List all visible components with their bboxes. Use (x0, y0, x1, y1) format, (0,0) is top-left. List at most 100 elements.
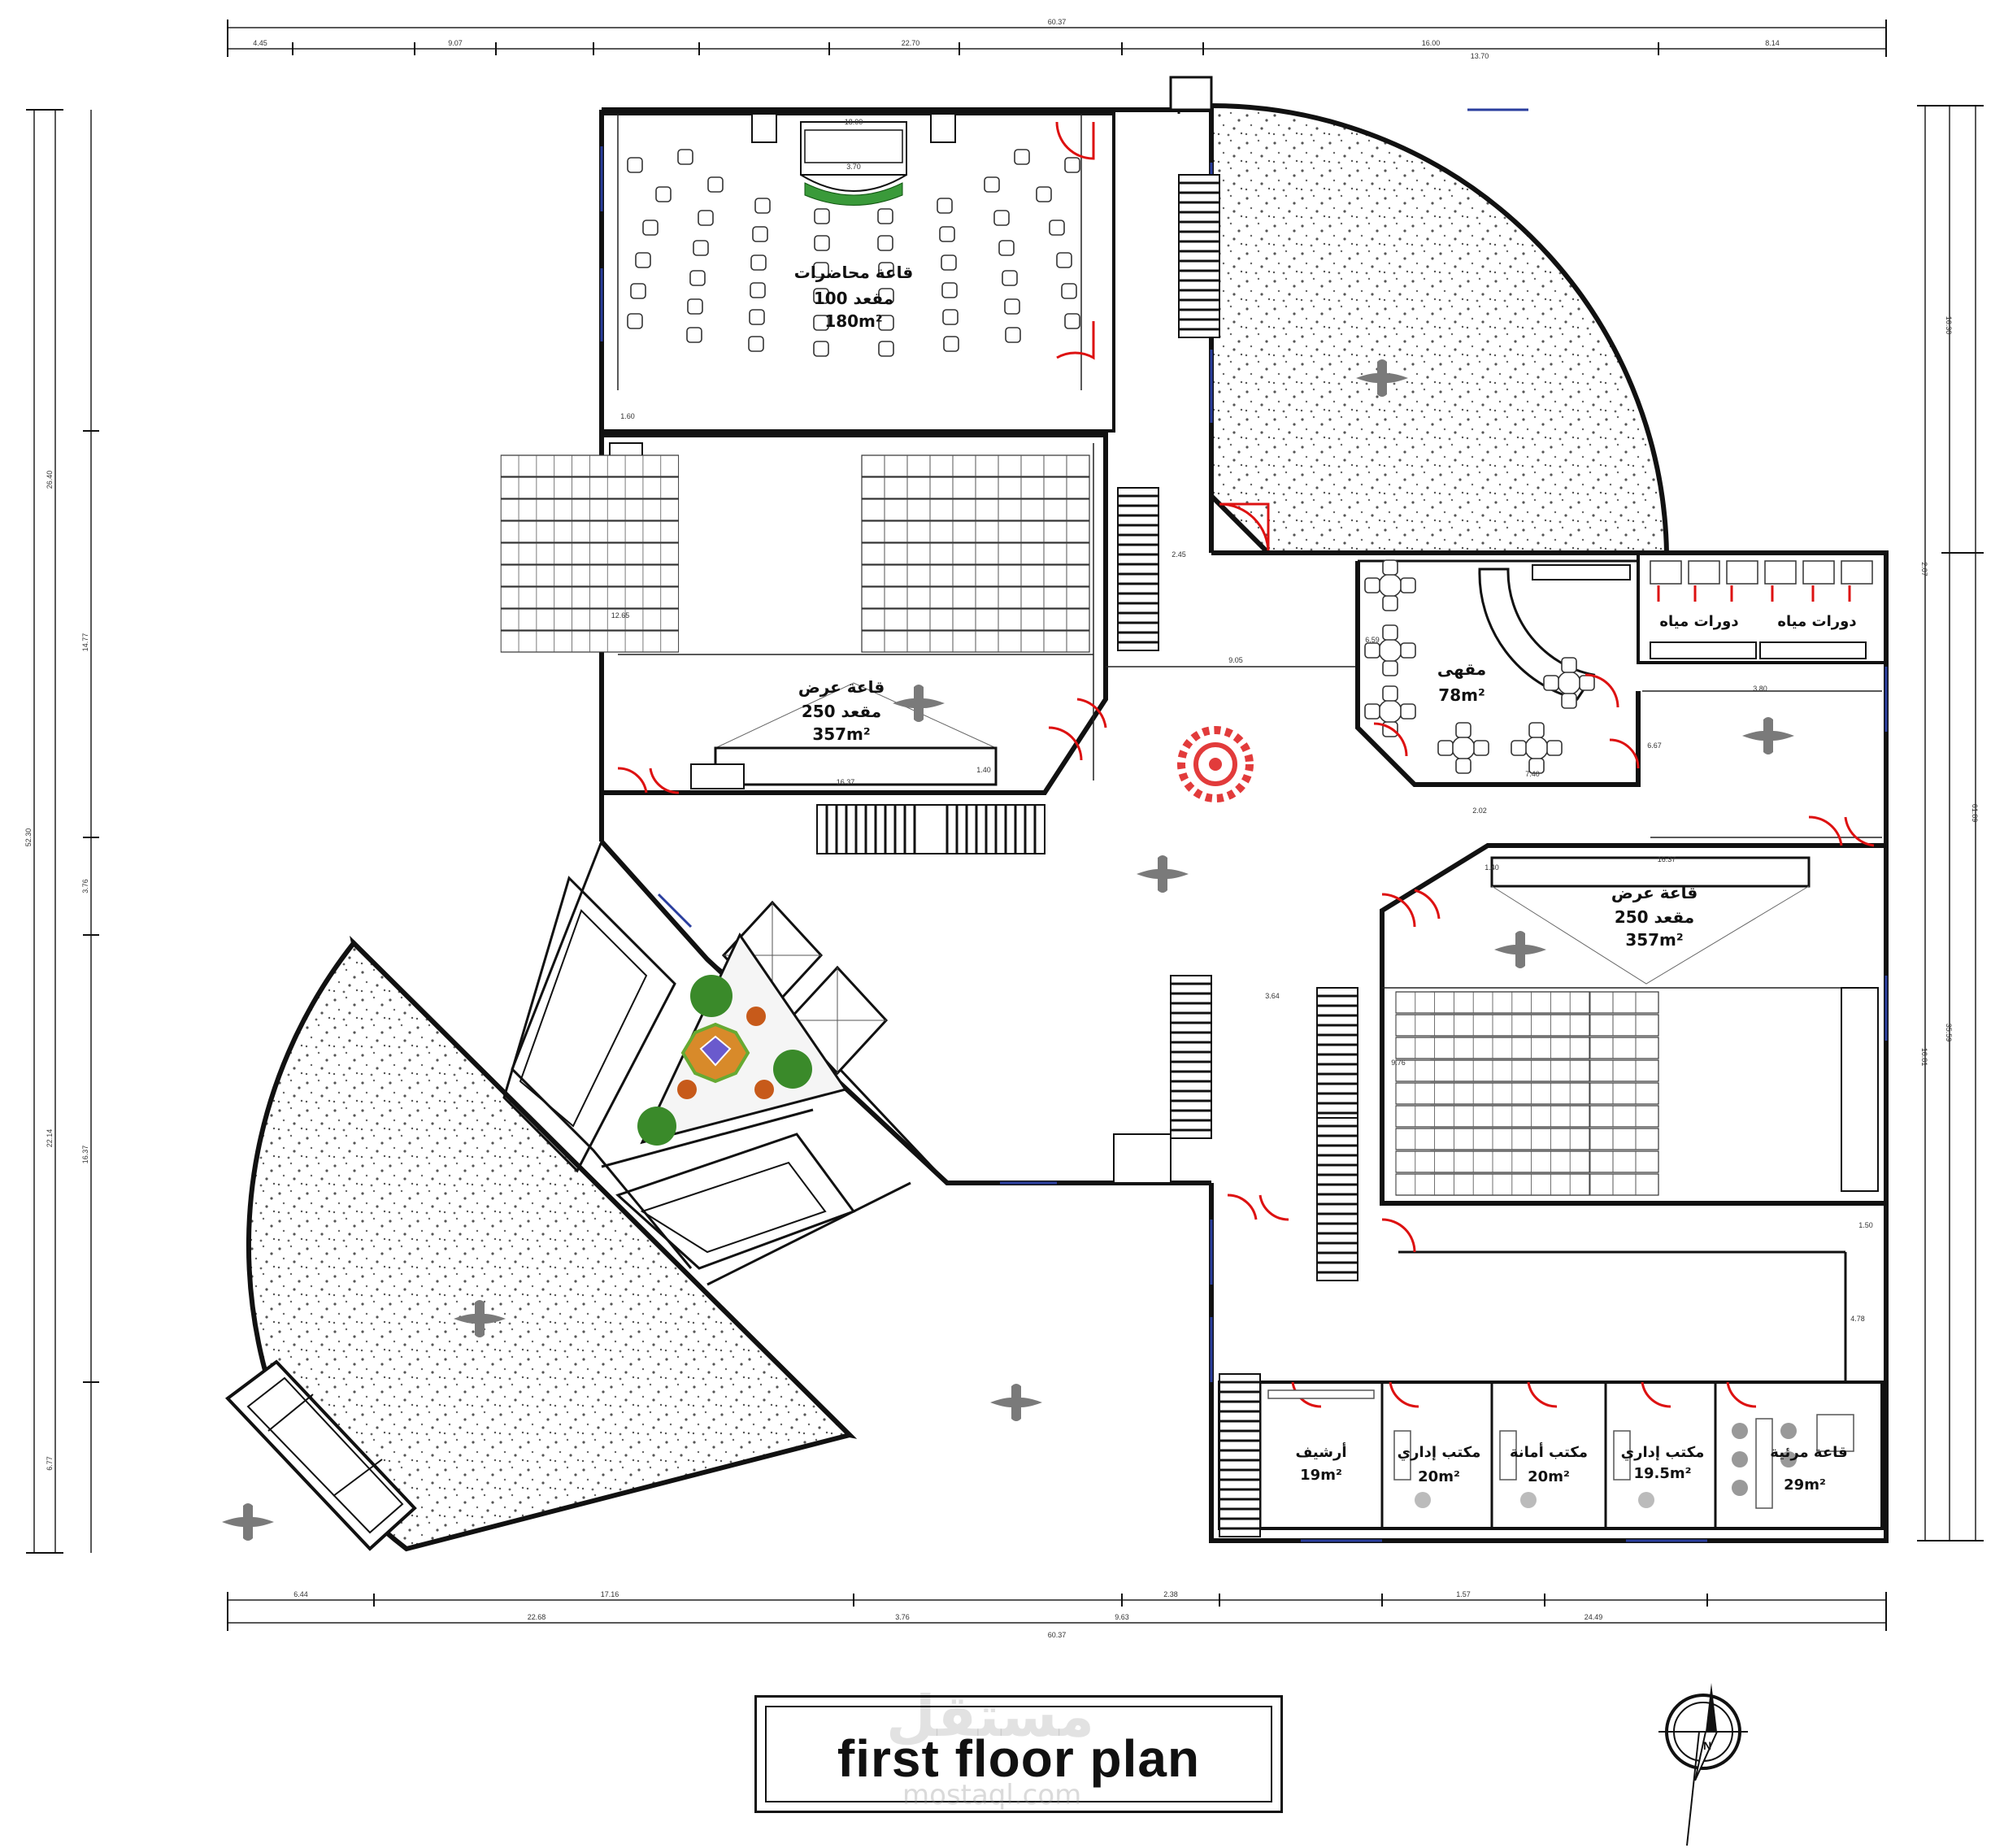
spot-marker-east (1742, 717, 1794, 754)
cafe-table (1378, 699, 1402, 724)
furniture-piece (814, 235, 830, 251)
furniture-piece (627, 157, 643, 173)
dim-int-6: 1.40 (976, 766, 991, 774)
dim-int-2: 3.70 (846, 163, 861, 171)
furniture-piece (1064, 313, 1080, 329)
furniture-piece (754, 198, 771, 214)
furniture-piece (1473, 740, 1489, 756)
furniture-piece (1382, 559, 1398, 576)
archive-area: 19m² (1300, 1467, 1342, 1484)
secretary-office-name: مكتب أمانة (1510, 1442, 1588, 1461)
furniture-piece (941, 254, 957, 271)
furniture-piece (500, 564, 680, 587)
furniture-piece (1364, 642, 1380, 659)
dimension-lines (33, 27, 1976, 1624)
furniture-piece (1395, 1150, 1590, 1173)
office-furniture (1267, 1389, 1854, 1509)
furniture-piece (1395, 1128, 1590, 1150)
watermark-logo: مستقل (886, 1683, 1095, 1750)
furniture-piece (1395, 1173, 1590, 1196)
furniture-piece (1546, 740, 1563, 756)
dim-int-8: 9.05 (1228, 656, 1243, 664)
lobby-planter (1177, 726, 1254, 802)
furniture-piece (1382, 595, 1398, 611)
dimension-ticks (26, 20, 1984, 1631)
furniture-piece (861, 520, 1090, 543)
furniture-piece (500, 520, 680, 543)
dim-int-3: 1.60 (620, 412, 635, 420)
dim-top-total: 60.37 (1048, 18, 1067, 26)
meeting-room-area: 29m² (1784, 1476, 1826, 1494)
dim-bottom-7: 9.63 (1115, 1613, 1129, 1621)
furniture-piece (939, 226, 955, 242)
furniture-piece (1511, 740, 1527, 756)
furniture-piece (500, 476, 680, 499)
spot-marker-theater-east (1494, 931, 1546, 968)
furniture-piece (1395, 1105, 1590, 1128)
furniture-piece (942, 309, 959, 325)
furniture-piece (500, 608, 680, 631)
dim-int-18: 1.50 (1858, 1221, 1873, 1229)
wc-stall (1841, 560, 1873, 585)
dim-bottom-6: 3.76 (895, 1613, 910, 1621)
dim-top-5: 8.14 (1765, 39, 1780, 47)
door-gravel-ne (1219, 502, 1270, 554)
interior-dimension-labels: 18.00 3.70 1.60 12.65 16.37 1.40 2.45 9.… (611, 118, 1873, 1323)
furniture-piece (861, 564, 1090, 587)
spot-marker-outside (222, 1503, 274, 1541)
secretary-office-area: 20m² (1528, 1468, 1570, 1485)
furniture-piece (1036, 186, 1052, 202)
cafe-furniture (1364, 559, 1631, 774)
furniture-piece (677, 149, 693, 165)
furniture-piece (1455, 758, 1471, 774)
furniture-piece (877, 235, 893, 251)
dimension-labels-bottom: 6.44 17.16 2.38 1.57 22.68 3.76 9.63 24.… (293, 1590, 1602, 1639)
dim-int-1: 18.00 (845, 118, 863, 126)
furniture-piece (1004, 298, 1020, 315)
meeting-room-name: قاعة مرئية (1770, 1444, 1847, 1461)
dim-int-10: 7.40 (1525, 770, 1540, 778)
cafe-table (1378, 638, 1402, 663)
dim-top-2: 9.07 (448, 39, 463, 47)
dim-top-3: 22.70 (902, 39, 920, 47)
dim-int-13: 3.80 (1753, 685, 1767, 693)
furniture-piece (1455, 722, 1471, 738)
stairs-central (1169, 974, 1213, 1140)
theater-east-seating (1382, 856, 1879, 1196)
furniture-piece (500, 586, 680, 609)
cafe-table (1524, 736, 1549, 760)
spot-marker-lobby (1137, 855, 1189, 893)
furniture-piece (630, 283, 646, 299)
dim-top-6: 13.70 (1471, 52, 1489, 60)
furniture-piece (1395, 1082, 1590, 1105)
furniture-piece (941, 282, 958, 298)
furniture-piece (877, 208, 893, 224)
dim-top-4: 16.00 (1422, 39, 1441, 47)
dim-left-4: 14.77 (81, 633, 89, 652)
stairs-north-core (1177, 173, 1221, 339)
dim-bottom-total: 60.37 (1048, 1631, 1067, 1639)
theater-east-area: 357m² (1625, 930, 1683, 950)
furniture-piece (689, 270, 706, 286)
furniture-piece (1364, 703, 1380, 720)
dim-bottom-2: 17.16 (601, 1590, 619, 1598)
dim-int-15: 16.37 (1658, 855, 1676, 863)
dimension-labels-top: 60.37 4.45 9.07 22.70 16.00 8.14 13.70 (253, 18, 1780, 60)
furniture-piece (1064, 157, 1080, 173)
lecture-hall-capacity: 100 مقعد (814, 289, 893, 308)
wc-stall (1726, 560, 1758, 585)
furniture-piece (998, 240, 1015, 256)
furniture-piece (813, 341, 829, 357)
furniture-piece (687, 298, 703, 315)
furniture-piece (1400, 703, 1416, 720)
furniture-piece (1561, 693, 1577, 709)
dimension-labels-right: 61.89 16.30 35.59 2.07 16.81 (1920, 316, 1979, 1067)
cafe-table (1378, 573, 1402, 598)
wc-stall (1650, 560, 1682, 585)
dim-right-total: 61.89 (1971, 804, 1979, 823)
furniture-piece (861, 586, 1090, 609)
furniture-piece (1395, 1037, 1590, 1059)
dim-int-19: 4.78 (1850, 1315, 1865, 1323)
spot-marker-theater-north (893, 685, 945, 722)
